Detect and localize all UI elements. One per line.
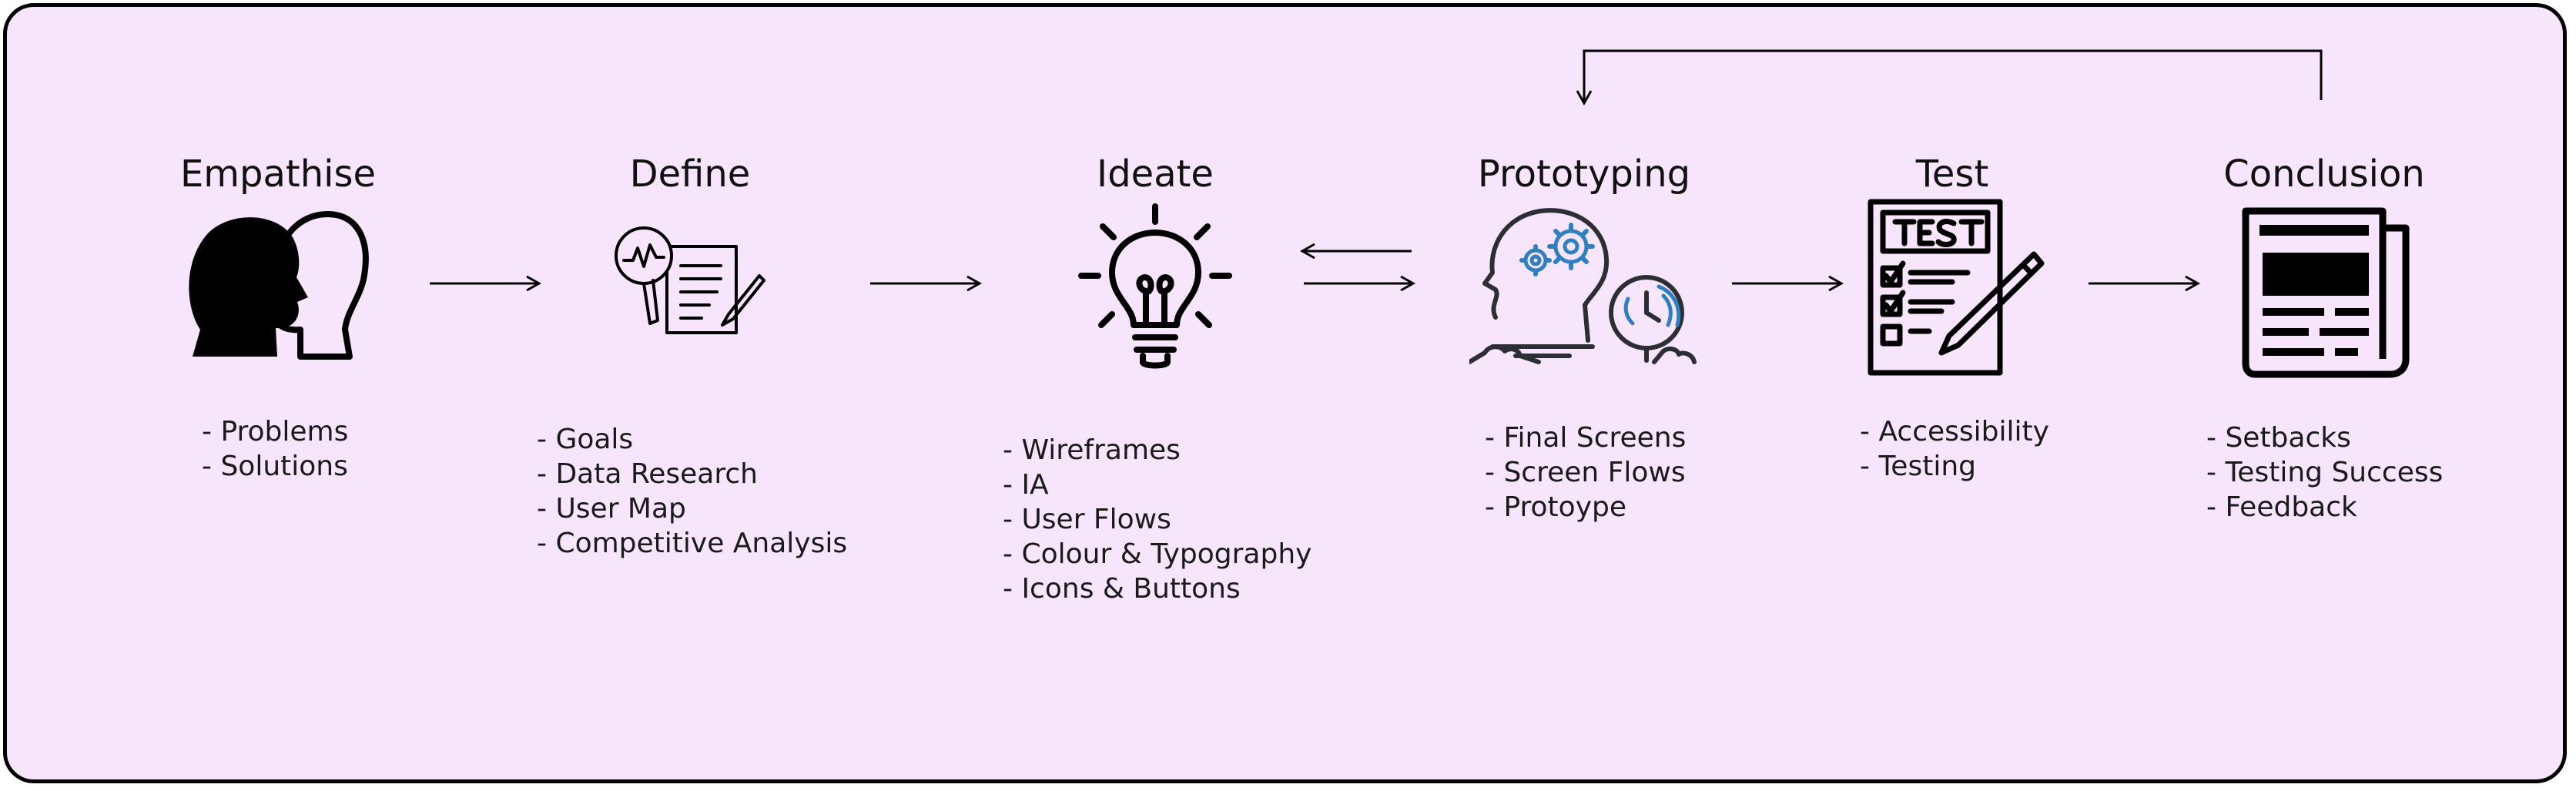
lightbulb-icon — [1078, 203, 1232, 369]
bullet-item: Colour & Typography — [1003, 537, 1311, 571]
bullet-item: Screen Flows — [1485, 455, 1686, 490]
bullet-item: Protoype — [1485, 490, 1686, 525]
bullet-list-conclusion: Setbacks Testing Success Feedback — [2206, 421, 2443, 525]
arrow-ideate-to-prototyping — [1304, 275, 1416, 292]
bullet-item: Competitive Analysis — [537, 526, 847, 561]
stage-title-define: Define — [629, 153, 751, 196]
bullet-item: Wireframes — [1003, 433, 1311, 468]
bullet-item: Problems — [202, 414, 348, 449]
bullet-item: Goals — [537, 422, 847, 457]
bullet-item: Solutions — [202, 449, 348, 484]
bullet-item: Data Research — [537, 457, 847, 491]
test-checklist-icon — [1868, 199, 2045, 376]
feedback-loop-arrow — [1576, 49, 2323, 106]
newspaper-icon — [2242, 207, 2410, 378]
bullet-item: Testing — [1860, 449, 2049, 484]
magnifier-document-icon — [615, 226, 765, 334]
head-gears-icon — [1469, 208, 1697, 364]
bullet-item: Feedback — [2206, 490, 2443, 525]
bullet-list-define: Goals Data Research User Map Competitive… — [537, 422, 847, 561]
bullet-item: User Map — [537, 491, 847, 526]
stage-title-ideate: Ideate — [1097, 153, 1214, 196]
stage-title-empathise: Empathise — [179, 153, 377, 196]
arrow-test-conclusion — [2089, 275, 2201, 292]
bullet-item: User Flows — [1003, 502, 1311, 537]
arrow-prototyping-test — [1732, 275, 1844, 292]
arrow-empathise-define — [430, 275, 542, 292]
two-heads-icon — [189, 211, 369, 360]
stage-title-test: Test — [1915, 153, 1989, 196]
bullet-list-empathise: Problems Solutions — [202, 414, 348, 484]
stage-title-prototyping: Prototyping — [1477, 153, 1691, 196]
bullet-item: IA — [1003, 468, 1311, 502]
bullet-item: Testing Success — [2206, 455, 2443, 490]
bullet-list-test: Accessibility Testing — [1860, 414, 2049, 484]
design-process-diagram — [3, 3, 2567, 783]
bullet-item: Setbacks — [2206, 421, 2443, 455]
bullet-list-ideate: Wireframes IA User Flows Colour & Typogr… — [1003, 433, 1311, 606]
stage-title-conclusion: Conclusion — [2223, 153, 2425, 196]
bullet-item: Icons & Buttons — [1003, 571, 1311, 606]
arrow-prototyping-to-ideate — [1299, 243, 1412, 260]
bullet-list-prototyping: Final Screens Screen Flows Protoype — [1485, 421, 1686, 525]
arrow-define-ideate — [870, 275, 983, 292]
bullet-item: Accessibility — [1860, 414, 2049, 449]
bullet-item: Final Screens — [1485, 421, 1686, 455]
